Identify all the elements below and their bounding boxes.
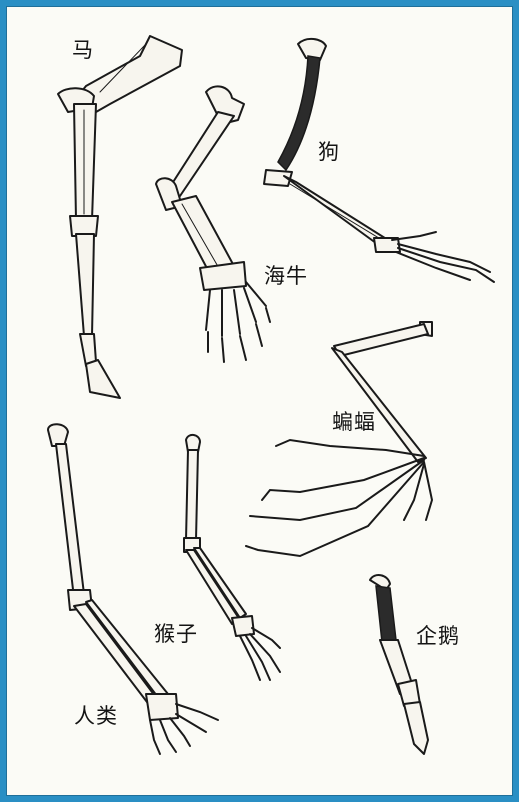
horse-limb bbox=[58, 36, 182, 398]
bat-limb bbox=[246, 322, 432, 556]
label-bat: 蝙蝠 bbox=[332, 406, 376, 436]
label-manatee: 海牛 bbox=[264, 260, 308, 290]
label-horse: 马 bbox=[72, 34, 94, 64]
label-human: 人类 bbox=[74, 700, 118, 730]
label-penguin: 企鹅 bbox=[416, 620, 460, 650]
monkey-limb bbox=[184, 435, 280, 680]
penguin-limb bbox=[370, 575, 428, 754]
manatee-limb bbox=[156, 86, 270, 362]
label-monkey: 猴子 bbox=[154, 618, 198, 648]
dog-limb bbox=[264, 39, 494, 282]
label-dog: 狗 bbox=[318, 136, 340, 166]
